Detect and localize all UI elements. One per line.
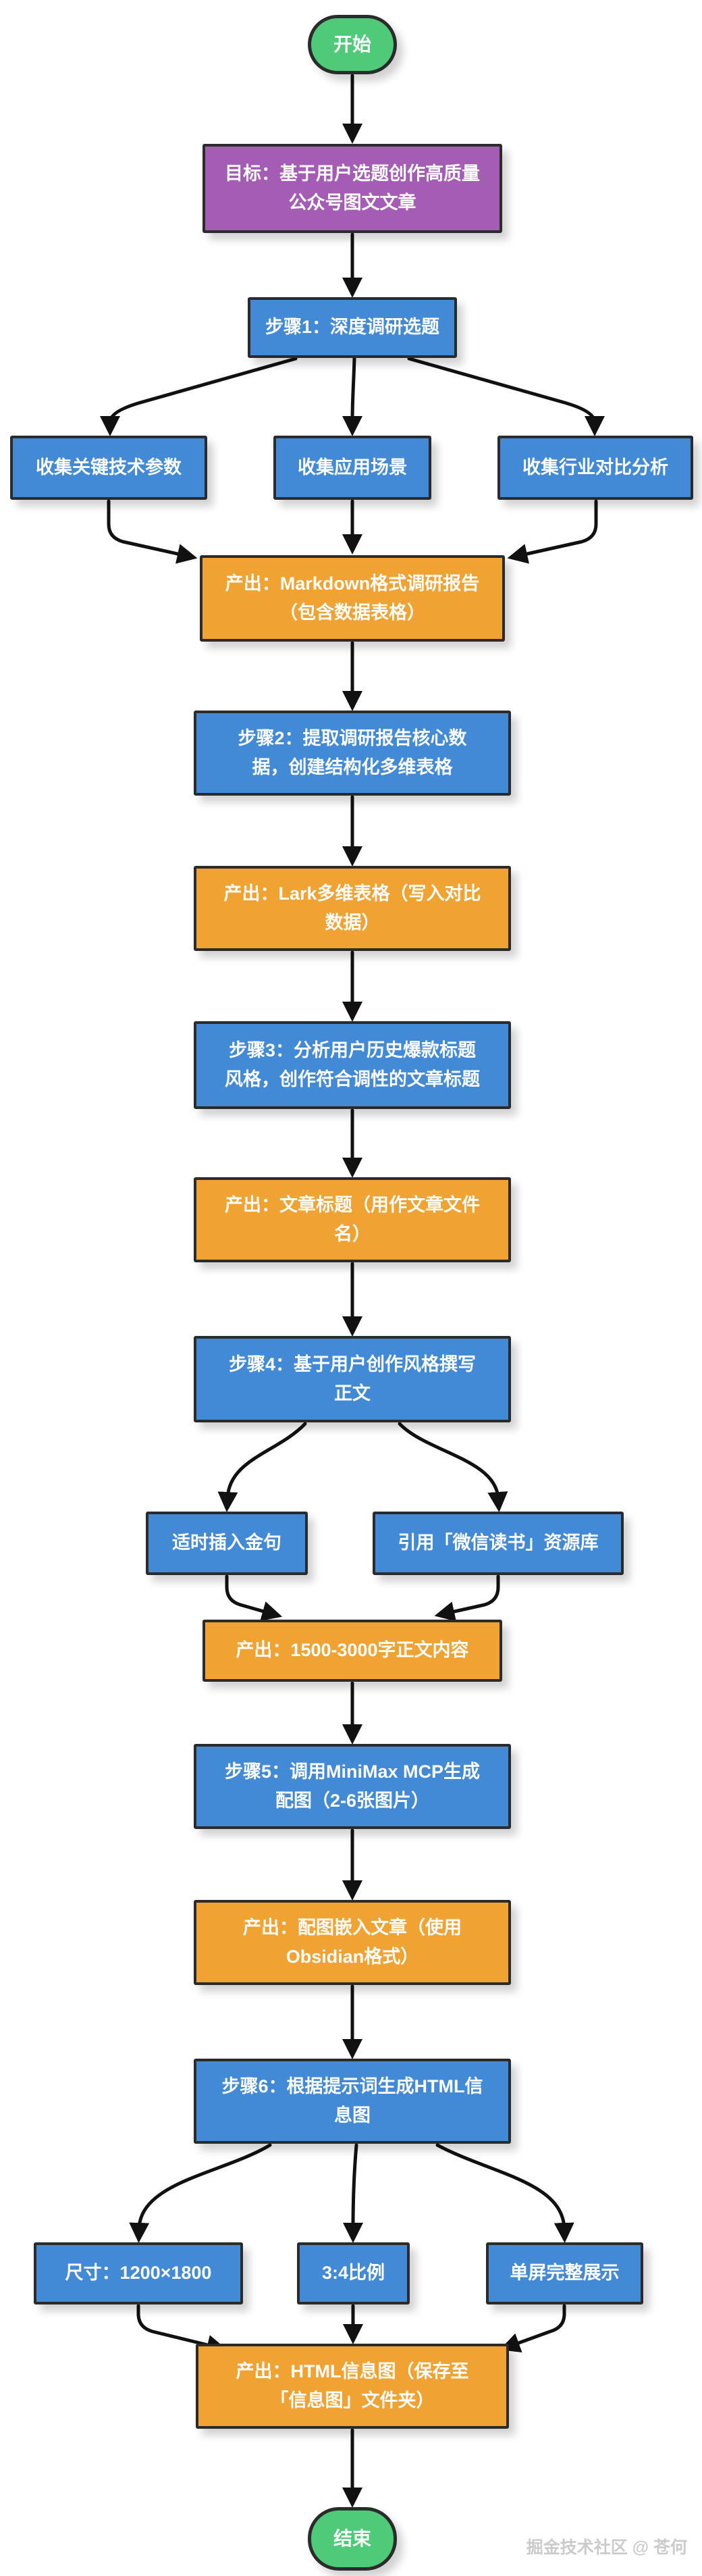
node-step5: 步骤5：调用MiniMax MCP生成 配图（2-6张图片） [194,1744,511,1829]
node-step1-branch-scenarios: 收集应用场景 [273,436,431,500]
node-step1: 步骤1：深度调研选题 [248,297,457,358]
edge-branch2-output4 [434,1574,500,1622]
node-step6-branch-size: 尺寸：1200×1800 [34,2242,243,2304]
node-output6: 产出：HTML信息图（保存至 「信息图」文件夹） [196,2344,509,2429]
edge-step4-branch2 [398,1422,508,1512]
edge-branch1-output6 [136,2304,227,2355]
edge-step1-branch3 [407,357,605,436]
edge-branch3-output6 [500,2304,566,2353]
edge-branch3-output1 [507,499,598,564]
node-output4: 产出：1500-3000字正文内容 [202,1620,502,1682]
node-step2: 步骤2：提取调研报告核心数 据，创建结构化多维表格 [194,711,511,796]
node-step6-branch-ratio: 3:4比例 [297,2242,410,2304]
edge-step6-branch2 [343,2143,364,2243]
node-output2: 产出：Lark多维表格（写入对比 数据） [194,866,511,951]
node-output5: 产出：配图嵌入文章（使用 Obsidian格式） [194,1900,511,1985]
edge-step4-branch1 [217,1422,307,1512]
node-step6: 步骤6：根据提示词生成HTML信 息图 [194,2059,511,2144]
node-step3: 步骤3：分析用户历史爆款标题 风格，创作符合调性的文章标题 [194,1021,511,1109]
node-step4: 步骤4：基于用户创作风格撰写 正文 [194,1336,511,1422]
node-end: 结束 [308,2507,397,2571]
node-start: 开始 [308,15,397,74]
edge-branch1-output1 [107,499,198,564]
edge-branch1-output4 [225,1574,283,1621]
node-goal: 目标：基于用户选题创作高质量 公众号图文文章 [202,144,502,233]
edge-step6-branch3 [435,2143,574,2243]
edge-step1-branch2 [342,357,363,436]
edge-step1-branch1 [100,357,298,436]
node-step4-branch-quotes: 适时插入金句 [146,1512,308,1575]
node-step1-branch-params: 收集关键技术参数 [10,436,207,500]
edge-step6-branch1 [129,2143,272,2243]
node-step1-branch-industry: 收集行业对比分析 [497,436,693,500]
node-output3: 产出：文章标题（用作文章文件 名） [194,1177,511,1262]
node-step6-branch-fullscreen: 单屏完整展示 [486,2242,643,2304]
node-step4-branch-weread: 引用「微信读书」资源库 [373,1512,624,1575]
watermark-text: 掘金技术社区 @ 苍何 [526,2538,687,2557]
node-output1: 产出：Markdown格式调研报告 （包含数据表格） [200,555,505,642]
